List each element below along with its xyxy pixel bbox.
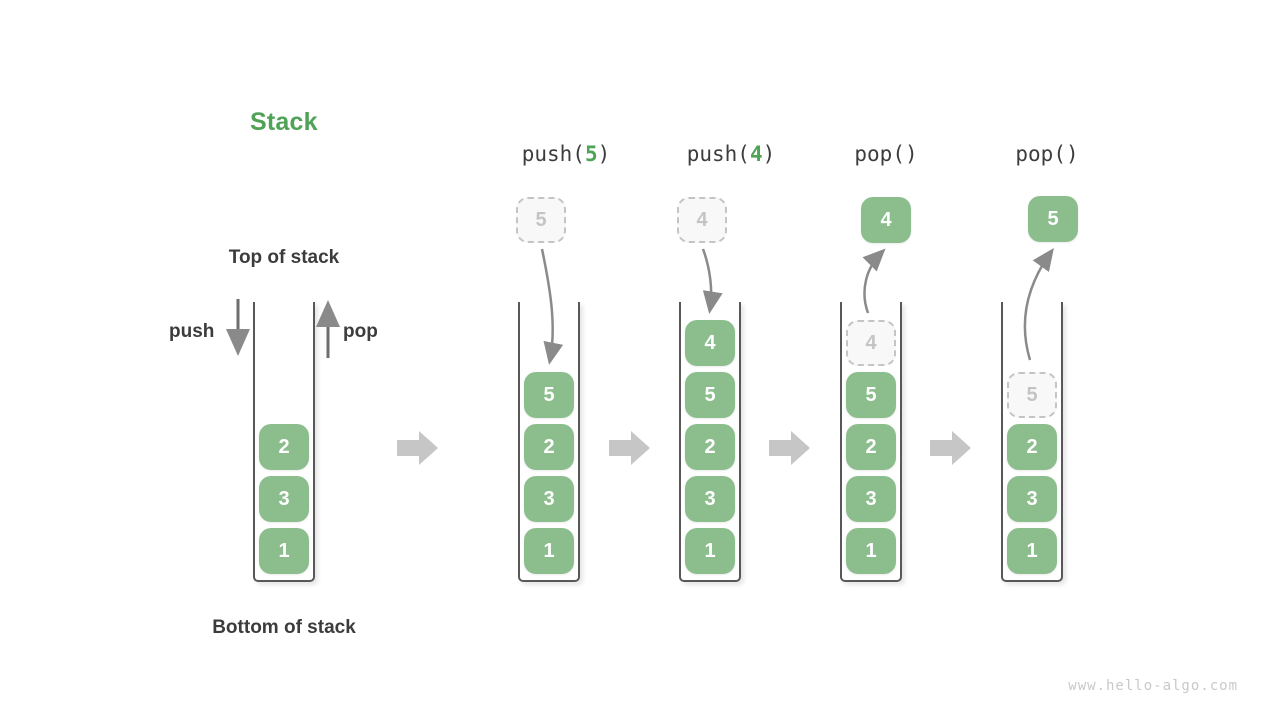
push-label: push: [169, 321, 215, 342]
bottom-of-stack-label: Bottom of stack: [212, 617, 356, 638]
stack-element: 3: [524, 476, 574, 522]
watermark: www.hello-algo.com: [1068, 678, 1238, 694]
stack-element: 1: [1007, 528, 1057, 574]
popped-element-box: 5: [1028, 196, 1078, 242]
step-arrow-icon: [609, 431, 650, 465]
stack-element: 1: [524, 528, 574, 574]
incoming-element-box: 4: [677, 197, 727, 243]
op-arg: 4: [749, 142, 763, 166]
stack-element: 1: [259, 528, 309, 574]
popped-element-box: 4: [861, 197, 911, 243]
stack-element: 2: [1007, 424, 1057, 470]
stack-element-ghost: 4: [846, 320, 896, 366]
op-prefix: pop(): [1015, 142, 1079, 166]
stack-element: 3: [259, 476, 309, 522]
step-arrow-icon: [397, 431, 438, 465]
stack-element: 3: [846, 476, 896, 522]
top-of-stack-label: Top of stack: [228, 247, 340, 268]
stack-element: 1: [685, 528, 735, 574]
incoming-element-box: 5: [516, 197, 566, 243]
stack-element: 3: [685, 476, 735, 522]
step-arrow-icon: [769, 431, 810, 465]
op-label-pop-2: pop(): [1015, 142, 1078, 166]
op-label-push-4: push(4): [687, 142, 776, 166]
op-prefix: push(: [521, 142, 585, 166]
stack-element: 5: [524, 372, 574, 418]
op-suffix: ): [762, 142, 776, 166]
op-prefix: push(: [686, 142, 750, 166]
op-label-pop-1: pop(): [854, 142, 917, 166]
stack-element-ghost: 5: [1007, 372, 1057, 418]
pop-label: pop: [343, 321, 378, 342]
stack-element: 2: [524, 424, 574, 470]
op-label-push-5: push(5): [522, 142, 611, 166]
stack-element: 5: [846, 372, 896, 418]
stack-element: 2: [846, 424, 896, 470]
op-suffix: ): [597, 142, 611, 166]
stack-element: 4: [685, 320, 735, 366]
stack-element: 3: [1007, 476, 1057, 522]
step-arrow-icon: [930, 431, 971, 465]
stack-element: 5: [685, 372, 735, 418]
op-arg: 5: [584, 142, 598, 166]
op-prefix: pop(): [854, 142, 918, 166]
stack-element: 2: [259, 424, 309, 470]
diagram-title: Stack: [250, 108, 318, 136]
push-4-arrow: [701, 248, 723, 314]
stack-element: 1: [846, 528, 896, 574]
stack-element: 2: [685, 424, 735, 470]
